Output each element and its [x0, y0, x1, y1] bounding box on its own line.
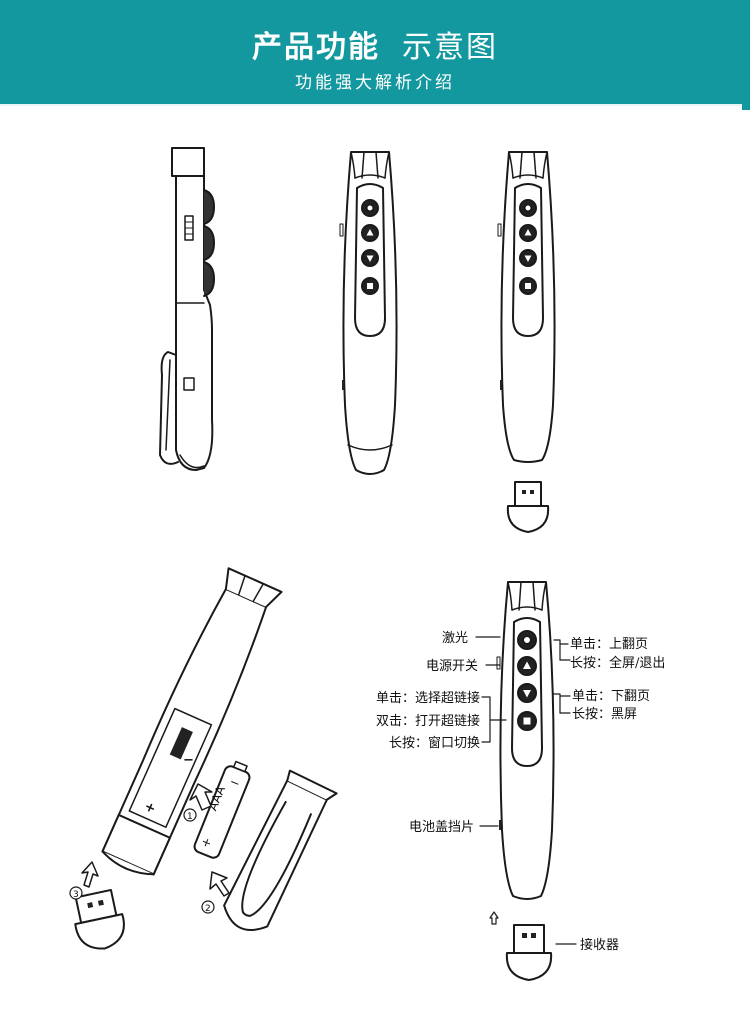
page-down-click-label: 单击：下翻页: [572, 689, 650, 704]
battery-minus-sign: −: [228, 774, 243, 791]
battery-install-view: + − AAA + − AAA 1 2: [69, 567, 338, 950]
laser-label: 激光: [442, 631, 468, 646]
page-up-click-label: 单击：上翻页: [570, 637, 648, 652]
page-subtitle: 功能强大解析介绍: [295, 73, 455, 93]
header-divider: [0, 104, 750, 106]
receiver-label: 接收器: [580, 937, 619, 953]
usb-receiver-bottom: [505, 924, 553, 981]
page-down-hold-label: 长按：黑屏: [572, 707, 637, 722]
function-callout-view: 激光 电源开关 单击：选择超链接 双击：打开超链接 长按：窗口切换 电池盖挡片 …: [376, 581, 665, 981]
step-1-arrow-icon: [189, 783, 213, 811]
click-select-label: 单击：选择超链接: [376, 690, 480, 706]
step-2-arrow-icon: [209, 871, 230, 897]
insert-arrow-icon: [489, 911, 499, 925]
power-switch-label: 电源开关: [426, 659, 478, 674]
double-click-label: 双击：打开超链接: [376, 713, 480, 729]
page-title: 产品功能示意图: [0, 22, 750, 66]
step-3-arrow-icon: [81, 861, 99, 888]
page-up-hold-label: 长按：全屏/退出: [570, 655, 665, 671]
step-1-number: 1: [187, 812, 193, 822]
title-light: 示意图: [402, 30, 498, 65]
header-corner-tab: [742, 100, 750, 110]
hold-window-label: 长按：窗口切换: [389, 735, 480, 751]
usb-receiver-top: [506, 481, 550, 533]
title-bold: 产品功能: [252, 30, 380, 65]
pen-compartment-minus: −: [183, 753, 194, 768]
front-view-pen-b: [497, 151, 556, 533]
battery-cover-label: 电池盖挡片: [409, 820, 474, 835]
front-view-pen-a: [339, 151, 398, 475]
step-2-number: 2: [205, 904, 211, 914]
side-view-pen: [159, 147, 215, 471]
step-3-number: 3: [73, 890, 79, 900]
battery-plus-sign: +: [199, 834, 214, 851]
header-banner: [0, 0, 750, 104]
